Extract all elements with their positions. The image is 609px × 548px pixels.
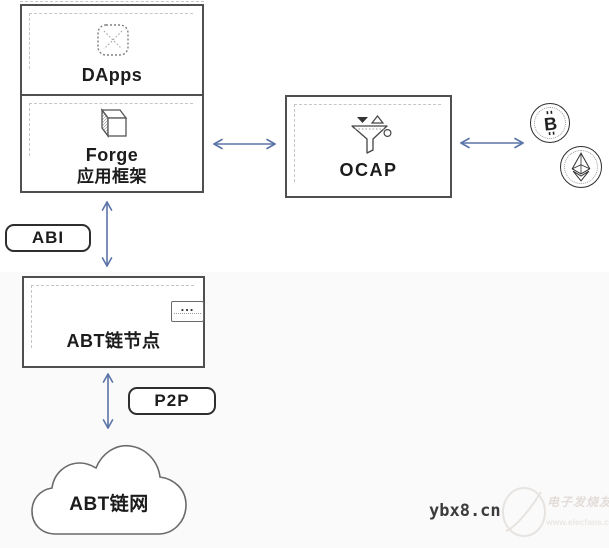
abi-badge: ABI xyxy=(5,224,91,252)
ocap-label: OCAP xyxy=(339,160,398,180)
dapps-label: DApps xyxy=(81,65,143,85)
p2p-badge: P2P xyxy=(128,387,216,415)
cube-icon xyxy=(100,108,128,138)
watermark-brand-text: 电子发烧友 xyxy=(547,495,609,509)
top-dashed-line xyxy=(20,1,204,2)
bitcoin-coin: B xyxy=(530,103,570,143)
forge-label-en: Forge xyxy=(85,145,139,165)
p2p-badge-label: P2P xyxy=(154,391,190,410)
abt-node-label: ABT链节点 xyxy=(66,331,161,351)
abt-node-box: ... ABT链节点 xyxy=(22,276,205,368)
ocap-box: OCAP xyxy=(285,95,452,198)
dapps-grid-icon xyxy=(97,24,129,56)
funnel-icon xyxy=(351,115,392,154)
node-server-icon-dots: ... xyxy=(180,299,195,314)
watermark-site-text: ybx8.cn xyxy=(429,501,501,521)
abt-cloud-label: ABT链网 xyxy=(69,494,149,515)
forge-label-cn: 应用框架 xyxy=(77,167,147,186)
elecfans-logo xyxy=(502,487,546,537)
node-server-icon: ... xyxy=(171,299,204,322)
node-server-icon-tray xyxy=(174,313,201,319)
forge-box: Forge 应用框架 xyxy=(20,94,204,193)
ethereum-coin xyxy=(560,146,602,188)
cloud-shape xyxy=(31,444,187,535)
watermark-url-text: www.elecfans.com xyxy=(546,517,609,527)
bitcoin-coin-dotted-ring xyxy=(534,107,566,139)
ethereum-coin-dotted-ring xyxy=(564,150,598,184)
dapps-box: DApps xyxy=(20,4,204,96)
abt-cloud: ABT链网 xyxy=(28,436,190,548)
abi-badge-label: ABI xyxy=(31,228,65,247)
